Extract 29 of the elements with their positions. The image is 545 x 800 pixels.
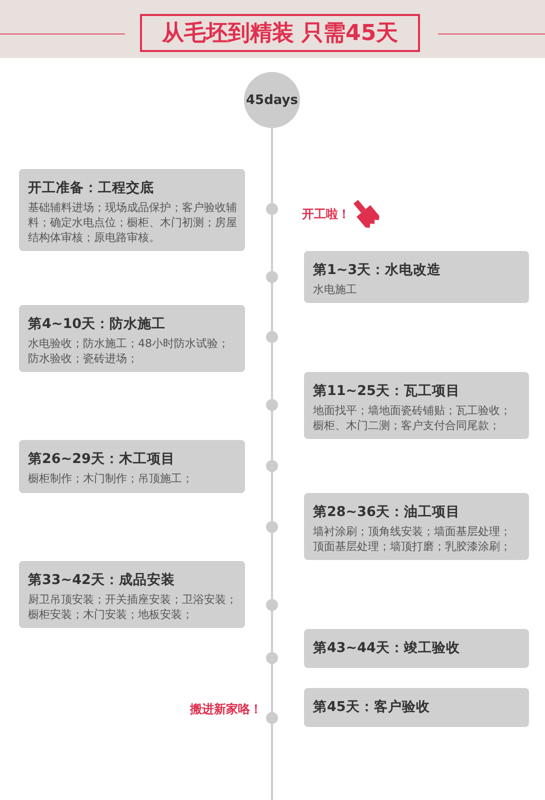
phase-card xyxy=(19,305,245,372)
phase-card xyxy=(19,561,245,628)
circle-label: 45days xyxy=(246,92,298,108)
milestone-note: 开工啦！ xyxy=(302,206,350,223)
phase-description: 水电验收；防水施工；48小时防水试验；防水验收；瓷砖进场； xyxy=(28,336,230,366)
phase-card xyxy=(304,493,529,560)
phase-description: 基础辅料进场；现场成品保护；客户验收辅料；确定水电点位；橱柜、木门初测；房屋结构体审核；原电路审核。 xyxy=(28,200,237,245)
milestone-note: 搬进新家咯！ xyxy=(190,701,262,718)
phase-description: 地面找平；墙地面瓷砖铺贴；瓦工验收；橱柜、木门二测；客户支付合同尾款； xyxy=(313,403,512,433)
phase-heading: 第4~10天：防水施工 xyxy=(28,315,166,333)
phase-heading: 第33~42天：成品安装 xyxy=(28,571,175,589)
phase-card xyxy=(304,688,529,727)
phase-description: 橱柜制作；木门制作；吊顶施工； xyxy=(28,471,194,486)
phase-description: 墙衬涂刷；顶角线安装；墙面基层处理；顶面基层处理；墙顶打磨；乳胶漆涂刷； xyxy=(313,524,512,554)
phase-card xyxy=(304,251,529,303)
title: 从毛坯到精装 只需45天 xyxy=(162,20,398,48)
phase-description: 水电施工 xyxy=(313,282,358,297)
phase-card xyxy=(19,440,245,493)
phase-heading: 第11~25天：瓦工项目 xyxy=(313,382,460,400)
phase-heading: 开工准备：工程交底 xyxy=(28,179,154,197)
phase-heading: 第45天：客户验收 xyxy=(313,698,430,716)
phase-card xyxy=(19,169,245,251)
phase-card xyxy=(304,629,529,668)
phase-heading: 第26~29天：木工项目 xyxy=(28,450,175,468)
phase-heading: 第1~3天：水电改造 xyxy=(313,261,442,279)
phase-description: 厨卫吊顶安装；开关插座安装；卫浴安装；橱柜安装；木门安装；地板安装； xyxy=(28,592,237,622)
phase-heading: 第28~36天：油工项目 xyxy=(313,503,460,521)
phase-heading: 第43~44天：竣工验收 xyxy=(313,639,460,657)
phase-card xyxy=(304,372,529,439)
